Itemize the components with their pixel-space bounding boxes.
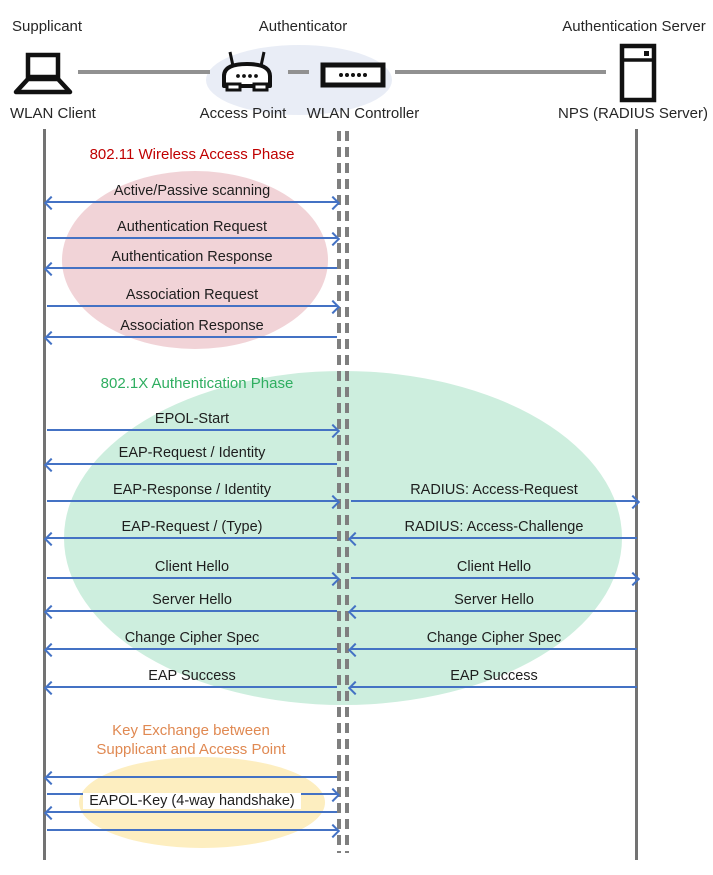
message-arrow	[351, 494, 641, 509]
message-arrow	[47, 571, 341, 586]
phase-title-wireless-access: 802.11 Wireless Access Phase	[89, 146, 295, 163]
phase-title-authentication: 802.1X Authentication Phase	[100, 375, 294, 392]
server-icon	[619, 43, 657, 103]
message-label: Active/Passive scanning	[113, 183, 271, 199]
phase-title-key-exchange-line1: Key Exchange between	[112, 722, 270, 739]
message-label: RADIUS: Access-Challenge	[404, 519, 584, 535]
message-arrow	[351, 571, 641, 586]
phase-title-key-exchange-line2: Supplicant and Access Point	[96, 741, 286, 758]
message-label: EAP-Request / Identity	[118, 445, 266, 461]
message-label: EAP Success	[450, 668, 538, 684]
message-arrow	[47, 231, 341, 246]
message-label: Change Cipher Spec	[426, 630, 562, 646]
message-arrow	[43, 604, 337, 619]
message-arrow	[43, 770, 337, 785]
message-arrow	[47, 823, 341, 838]
connector-line	[395, 70, 606, 74]
node-label-nps-radius-server: NPS (RADIUS Server)	[557, 105, 709, 122]
lifeline-wlan-client	[43, 129, 46, 860]
message-arrow	[347, 604, 637, 619]
message-arrow	[347, 642, 637, 657]
message-label: Server Hello	[454, 592, 534, 608]
message-label: RADIUS: Access-Request	[410, 482, 578, 498]
lifeline-wlan-controller-dashed	[345, 131, 349, 853]
message-label: Change Cipher Spec	[124, 630, 260, 646]
message-arrow	[43, 261, 337, 276]
message-arrow	[43, 457, 337, 472]
phase-title-key-exchange: Key Exchange between Supplicant and Acce…	[96, 721, 285, 759]
message-arrow	[47, 494, 341, 509]
message-label: EAP Success	[148, 668, 236, 684]
message-arrow	[347, 531, 637, 546]
connector-line	[288, 70, 309, 74]
message-label: EAP-Response / Identity	[113, 482, 271, 498]
message-label: Association Response	[120, 318, 264, 334]
message-label: EPOL-Start	[154, 411, 230, 427]
message-label: Authentication Response	[111, 249, 273, 265]
message-label: EAP-Request / (Type)	[121, 519, 263, 535]
connector-line	[78, 70, 210, 74]
node-label-access-point: Access Point	[199, 105, 287, 122]
message-label: EAPOL-Key (4-way handshake)	[47, 792, 337, 810]
message-arrow	[43, 805, 337, 820]
access-point-icon	[216, 48, 278, 94]
node-label-wlan-client: WLAN Client	[10, 105, 96, 122]
message-arrow	[43, 642, 337, 657]
message-arrow	[47, 299, 341, 314]
lifeline-nps-server	[635, 129, 638, 860]
arrowhead-left	[43, 770, 59, 785]
phase-ellipse-wireless-access	[62, 171, 328, 349]
role-label-authenticator: Authenticator	[258, 18, 348, 35]
node-label-wlan-controller: WLAN Controller	[306, 105, 420, 122]
laptop-icon	[11, 52, 75, 96]
message-arrow	[347, 680, 637, 695]
role-label-supplicant: Supplicant	[12, 18, 83, 35]
message-label: Client Hello	[154, 559, 230, 575]
message-label: Authentication Request	[117, 219, 267, 235]
message-arrow	[47, 423, 341, 438]
message-arrow	[43, 330, 337, 345]
wlan-controller-icon	[320, 62, 386, 88]
message-label: Client Hello	[456, 559, 532, 575]
message-arrow	[43, 531, 337, 546]
message-arrow	[43, 195, 341, 210]
message-arrow	[43, 680, 337, 695]
message-label: Association Request	[125, 287, 259, 303]
lifeline-access-point-dashed	[337, 131, 341, 853]
message-label: Server Hello	[152, 592, 232, 608]
arrowhead-right	[325, 823, 341, 838]
role-label-authentication-server: Authentication Server	[562, 18, 706, 35]
